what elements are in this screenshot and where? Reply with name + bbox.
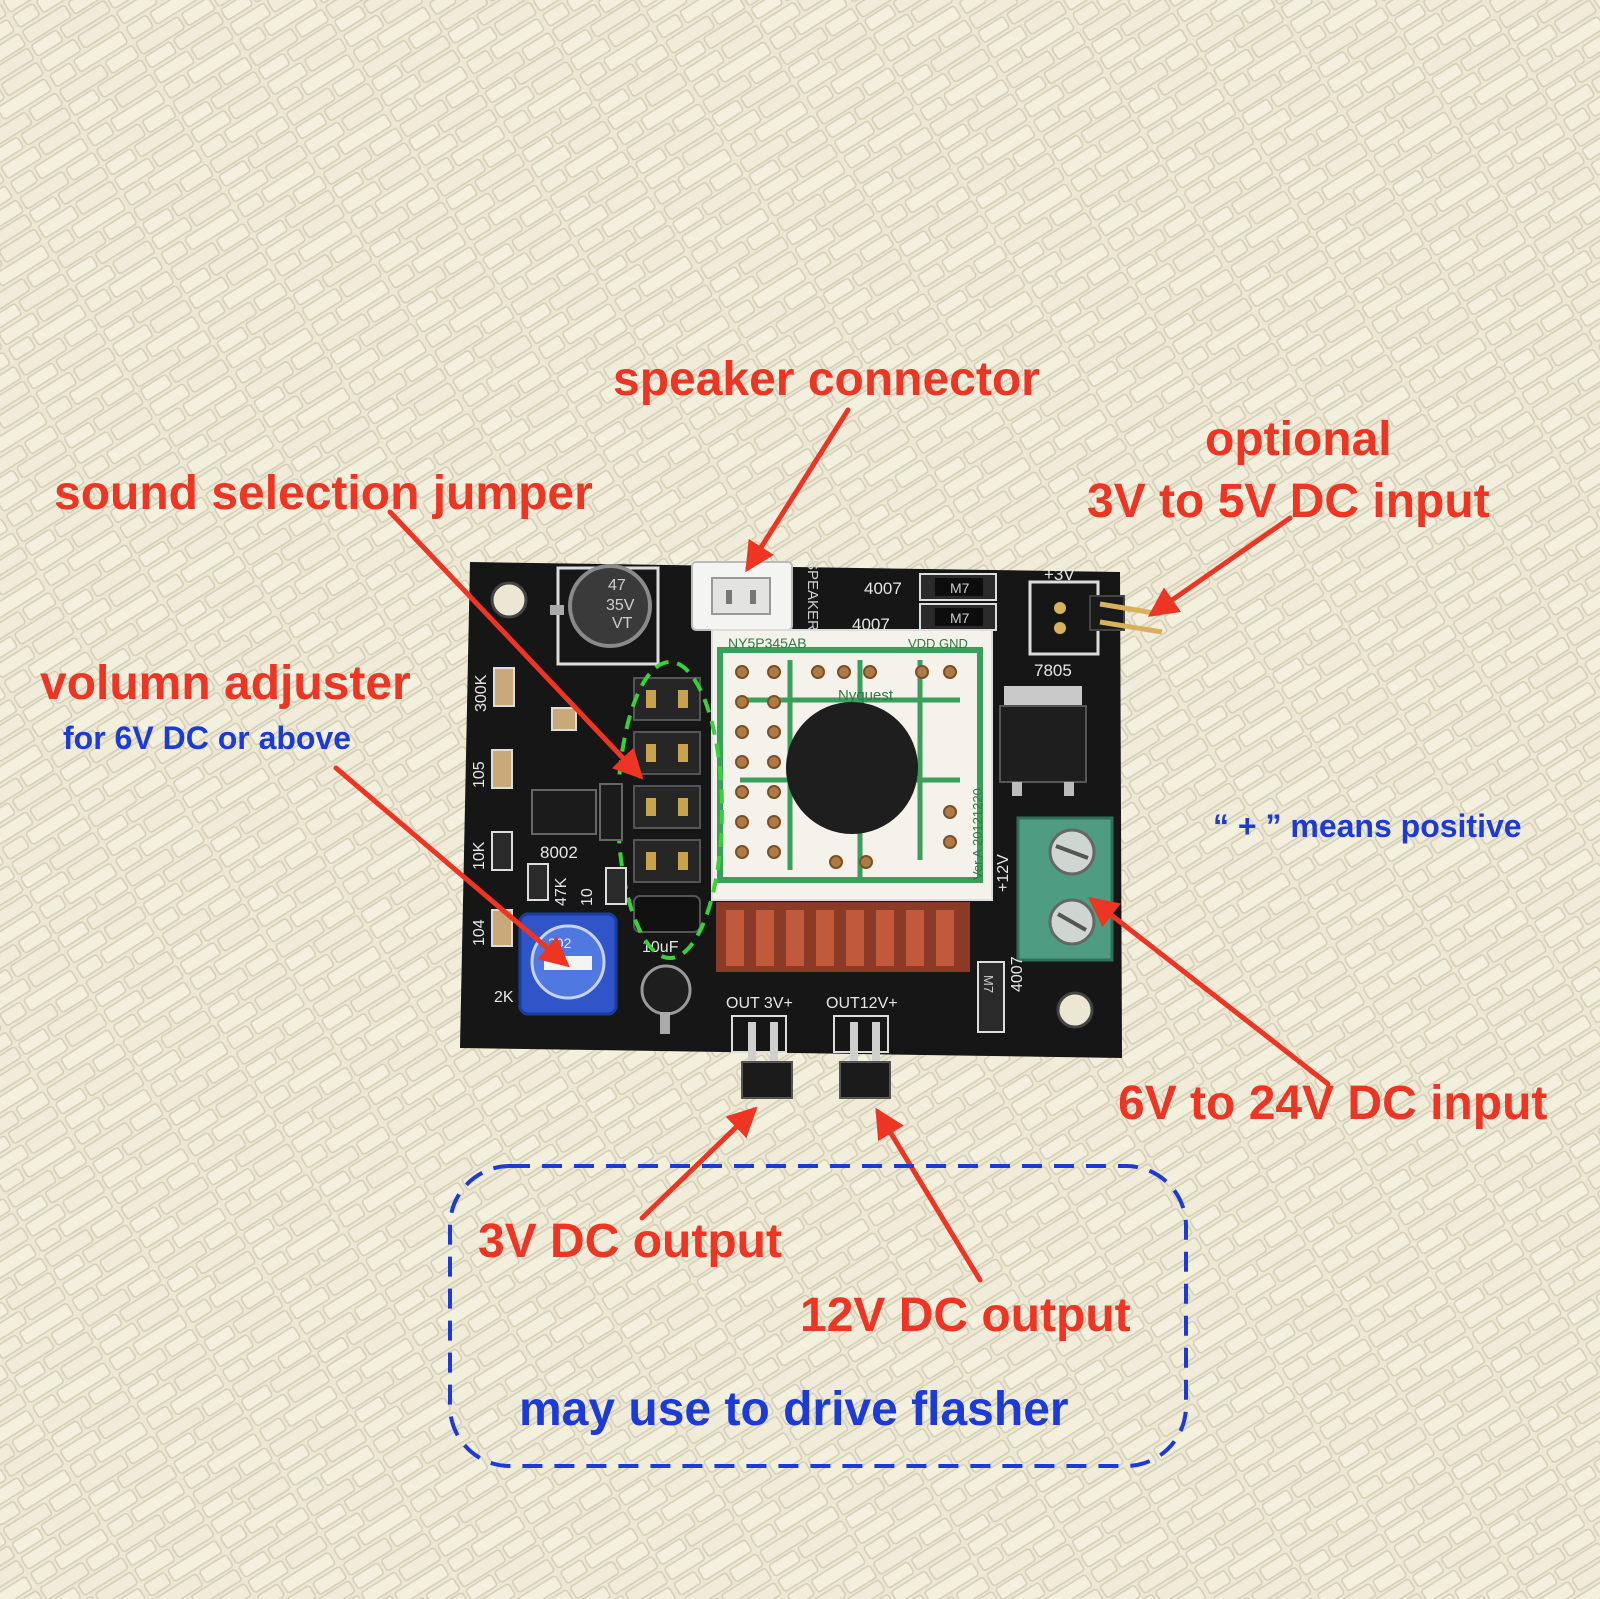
label-dc-input: 6V to 24V DC input (1118, 1077, 1548, 1130)
arrow-sound-selection (387, 509, 644, 780)
r-300k-silk: 300K (473, 674, 490, 712)
voltage-regulator: 7805 (999, 661, 1087, 796)
module-brand: Nyquest (838, 687, 894, 704)
arrow-12v-output (875, 1107, 983, 1283)
diodes-top: 4007 M7 4007 M7 (852, 573, 997, 634)
r-47k-silk: 47K (553, 877, 570, 906)
label-optional: optional (1205, 413, 1392, 466)
module-name: NY5P345AB (728, 635, 807, 651)
label-plus-means-positive: “ + ” means positive (1213, 808, 1522, 844)
out-3v-silk: OUT 3V+ (726, 995, 793, 1012)
diode-label-1: 4007 (864, 579, 902, 598)
diode-label-3: 4007 (1009, 956, 1026, 992)
r-10-silk: 10 (579, 888, 596, 906)
chip-8002-silk: 8002 (540, 843, 578, 862)
plus-3v-silk: +3V (1044, 565, 1075, 584)
screw-terminal: +12V (995, 816, 1114, 962)
mount-hole-top-left (490, 581, 528, 619)
label-3v-output: 3V DC output (478, 1215, 782, 1268)
label-volume-note: for 6V DC or above (63, 720, 352, 756)
label-speaker-connector: speaker connector (613, 353, 1040, 406)
pcb-board: 47 35V VT SPEAKER 4007 M7 4007 M7 +3V (460, 560, 1163, 1099)
speaker-silk: SPEAKER (804, 560, 821, 631)
cap-voltage: 35V (606, 597, 635, 614)
mount-hole-bottom-right (1056, 991, 1094, 1029)
label-optional-voltage: 3V to 5V DC input (1087, 475, 1490, 528)
label-volume-adjuster: volumn adjuster (40, 657, 411, 710)
r-10k-silk: 10K (471, 841, 488, 870)
cap-value: 47 (608, 577, 626, 594)
label-12v-output: 12V DC output (800, 1289, 1131, 1342)
label-sound-selection-jumper: sound selection jumper (54, 467, 593, 520)
module-pins: VDD GND (908, 636, 968, 651)
r-104-silk: 104 (471, 919, 488, 946)
cap-10uf-silk: 10uF (642, 939, 679, 956)
r-105-silk: 105 (471, 761, 488, 788)
arrow-3v-output (639, 1106, 758, 1221)
diode-code-1: M7 (950, 580, 970, 596)
regulator-silk: 7805 (1034, 661, 1072, 680)
plus-12v-silk: +12V (995, 854, 1012, 892)
small-capacitor-bottom (640, 964, 692, 1034)
flasher-note-box (448, 1164, 1188, 1468)
out-12v-silk: OUT12V+ (826, 995, 898, 1012)
arrow-dc-input (1088, 896, 1331, 1087)
arrow-optional-input (1147, 515, 1293, 617)
diode-code-3: M7 (981, 975, 996, 993)
output-headers: OUT 3V+ OUT12V+ (726, 995, 898, 1099)
edge-contacts (716, 902, 970, 972)
header-3v-input: +3V (1028, 565, 1163, 656)
label-flasher-note: may use to drive flasher (519, 1383, 1069, 1436)
electrolytic-capacitor: 47 35V VT (550, 564, 660, 666)
arrow-volume-adjuster (333, 765, 570, 968)
pot-2k-silk: 2K (494, 989, 514, 1006)
module-version: Ver.A 20121220 (970, 788, 985, 880)
diode-bottom: M7 4007 (977, 956, 1026, 1033)
annotation-arrows (333, 407, 1331, 1283)
jumper-block: 10uF (633, 677, 701, 956)
arrow-speaker-connector (745, 407, 851, 573)
sound-module: NY5P345AB VDD GND Nyquest Ver.A 20121220 (711, 629, 993, 901)
diode-code-2: M7 (950, 610, 970, 626)
small-components-left: 300K 105 10K 104 47K 10 8002 (471, 667, 627, 947)
speaker-connector-part: SPEAKER (691, 560, 821, 631)
cap-series: VT (612, 615, 633, 632)
chip-on-board-blob (786, 702, 918, 834)
